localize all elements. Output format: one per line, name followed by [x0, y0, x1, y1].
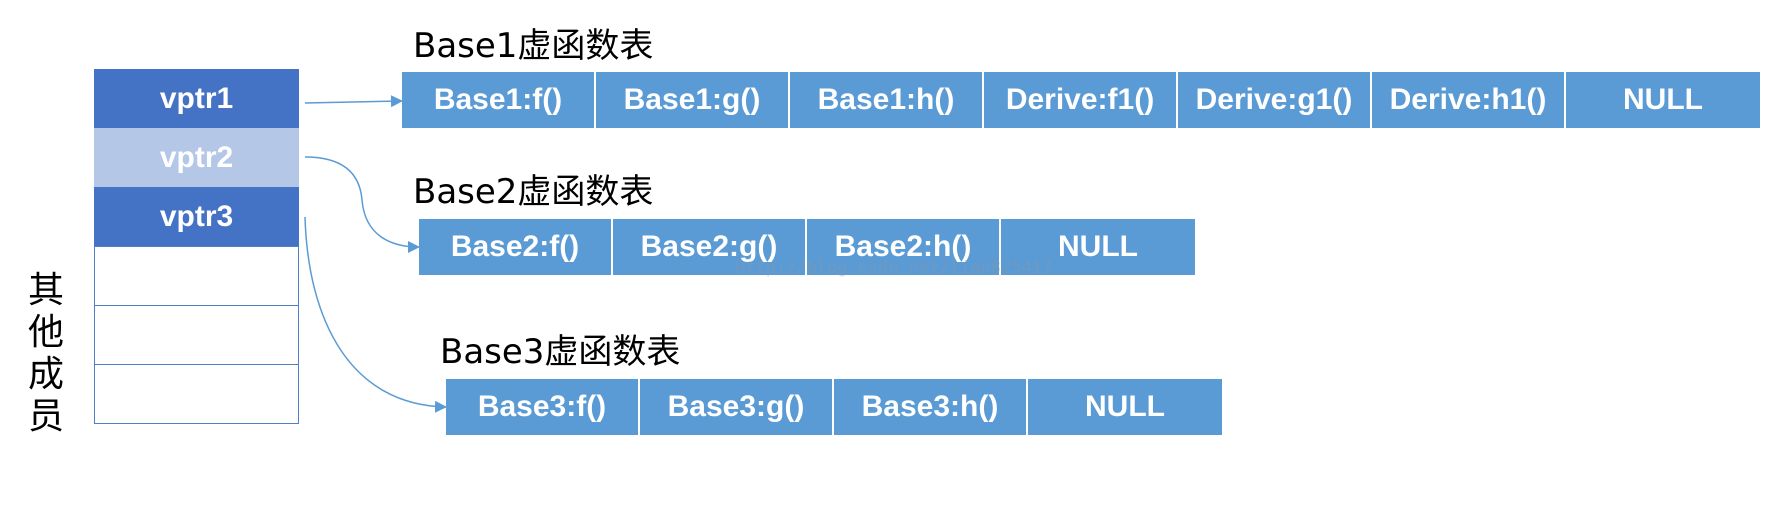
base1-vtable-entry: Derive:h1() [1372, 72, 1566, 128]
base3-vtable: Base3:f() Base3:g() Base3:h() NULL [446, 379, 1222, 435]
side-label-char: 成 [27, 354, 64, 395]
vptr3-arrow [304, 216, 447, 413]
base2-vtable-null: NULL [1001, 219, 1195, 275]
vptr1-cell: vptr1 [94, 69, 299, 129]
base1-vtable-title: Base1虚函数表 [413, 26, 654, 66]
base3-vtable-entry: Base3:g() [640, 379, 834, 435]
base1-vtable-entry: Base1:h() [790, 72, 984, 128]
vptr1-arrow [304, 95, 403, 108]
vptr3-cell: vptr3 [94, 187, 299, 247]
side-label-char: 他 [27, 312, 64, 353]
base3-vtable-entry: Base3:f() [446, 379, 640, 435]
base2-vtable-entry: Base2:g() [613, 219, 807, 275]
side-label-char: 其 [27, 270, 64, 311]
member-cell [94, 364, 299, 424]
member-cell [94, 246, 299, 306]
base2-vtable: Base2:f() Base2:g() Base2:h() NULL [419, 219, 1195, 275]
base3-vtable-title: Base3虚函数表 [440, 332, 681, 372]
base2-vtable-title: Base2虚函数表 [413, 172, 654, 212]
base2-vtable-entry: Base2:f() [419, 219, 613, 275]
base1-vtable: Base1:f() Base1:g() Base1:h() Derive:f1(… [402, 72, 1760, 128]
base1-vtable-entry: Derive:g1() [1178, 72, 1372, 128]
vptr2-arrow [304, 156, 420, 253]
base1-vtable-entry: Derive:f1() [984, 72, 1178, 128]
base1-vtable-entry: Base1:g() [596, 72, 790, 128]
base1-vtable-entry: Base1:f() [402, 72, 596, 128]
base3-vtable-null: NULL [1028, 379, 1222, 435]
other-members-label: 其 他 成 员 [26, 270, 66, 438]
base3-vtable-entry: Base3:h() [834, 379, 1028, 435]
base2-vtable-entry: Base2:h() [807, 219, 1001, 275]
watermark: http://blog.csdn.net/lian825417 [735, 258, 1053, 278]
side-label-char: 员 [27, 396, 64, 437]
object-layout: vptr1 vptr2 vptr3 [94, 69, 299, 424]
base1-vtable-null: NULL [1566, 72, 1760, 128]
